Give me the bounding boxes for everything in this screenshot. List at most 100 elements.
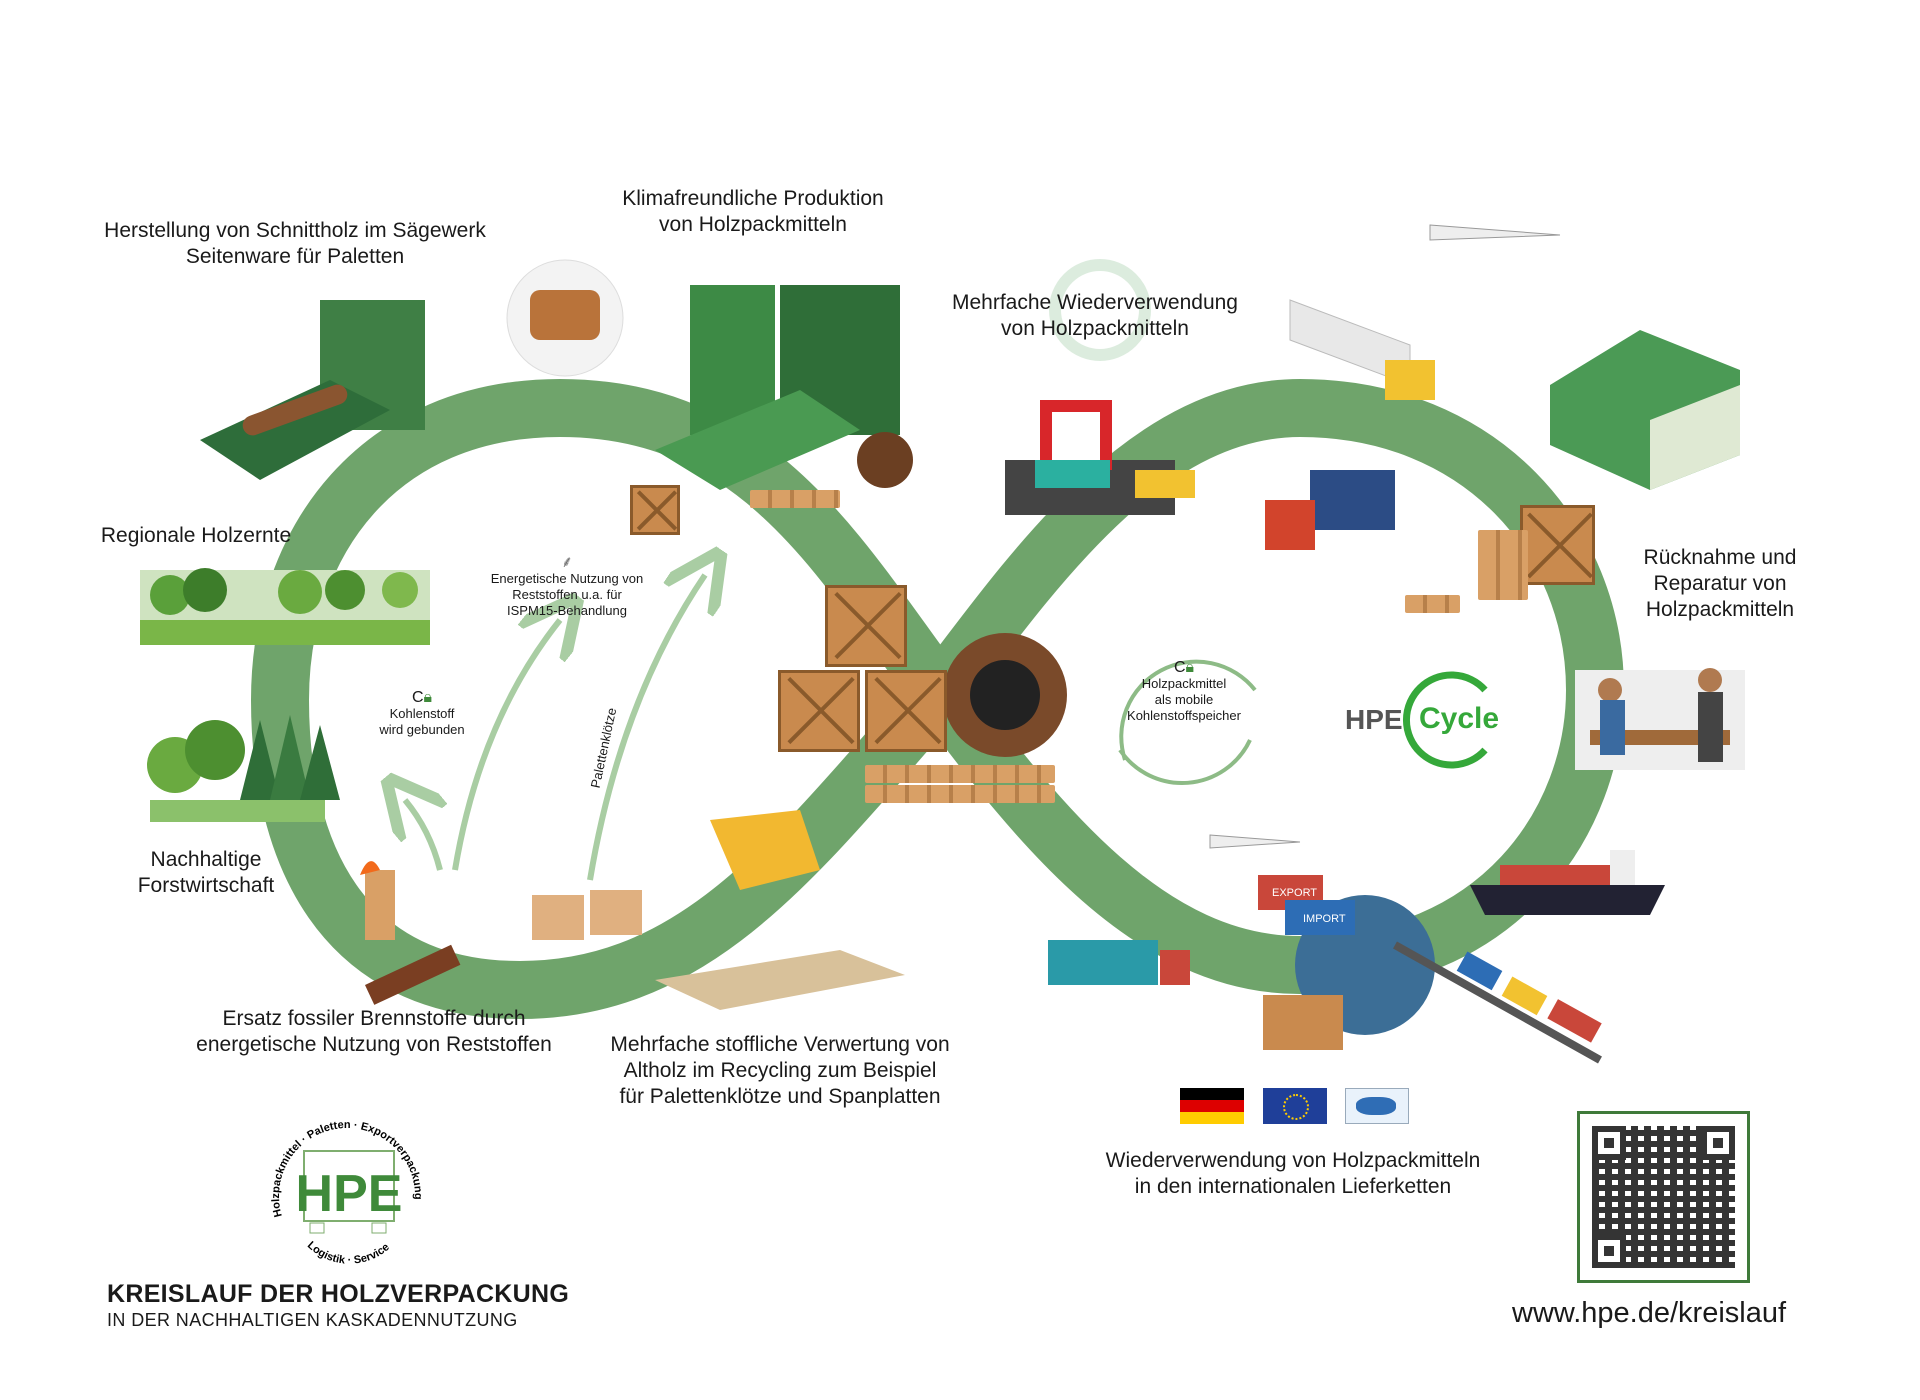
wheat-icon: ⸙: [560, 554, 574, 571]
blue-truck: [1265, 470, 1395, 550]
label-line: von Holzpackmitteln: [1001, 317, 1189, 340]
hpe-text: HPE: [1345, 704, 1403, 735]
label-line: Regionale Holzernte: [100, 524, 292, 547]
crane-illustration: [1005, 400, 1195, 515]
label-line: von Holzpackmitteln: [659, 213, 847, 236]
page-subtitle: IN DER NACHHALTIGEN KASKADENNUTZUNG: [107, 1310, 518, 1330]
ship-illustration: [1470, 850, 1665, 915]
svg-text:Logistik · Service: Logistik · Service: [305, 1239, 392, 1266]
label-line: Forstwirtschaft: [137, 874, 275, 897]
qr-finder: [1701, 1126, 1735, 1160]
label-line: Herstellung von Schnittholz im Sägewerk: [104, 219, 486, 242]
firewood: [360, 861, 461, 1005]
label-line: Nachhaltige: [150, 848, 262, 871]
carbon-symbol: C: [1173, 659, 1186, 676]
forest-illustration: [147, 715, 340, 822]
globe-illustration: EXPORT IMPORT: [1258, 875, 1435, 1050]
note-line: wird gebunden: [379, 722, 465, 737]
crate: [825, 585, 907, 667]
train-illustration: [1393, 941, 1602, 1064]
production-machine: [655, 285, 900, 490]
storage-cycle-arrows: [1118, 659, 1257, 786]
label-reuse: Mehrfache Wiederverwendung von Holzpackmi…: [952, 290, 1238, 342]
arrow-carbon: [405, 800, 440, 871]
cable-drum: [857, 432, 913, 488]
label-international: Wiederverwendung von Holzpackmitteln in d…: [1106, 1148, 1481, 1200]
arrow-blocks: [587, 575, 705, 881]
carbon-symbol: C: [411, 689, 424, 706]
hpe-logo: Holzpackmittel · Paletten · Exportverpac…: [262, 1106, 432, 1276]
label-line: in den internationalen Lieferketten: [1134, 1175, 1452, 1198]
qr-finder: [1592, 1126, 1626, 1160]
hpe-logo-graphic: Holzpackmittel · Paletten · Exportverpac…: [270, 1119, 424, 1267]
label-line: Mehrfache stoffliche Verwertung von: [610, 1033, 950, 1056]
label-production: Klimafreundliche Produktion von Holzpackm…: [622, 186, 883, 238]
flag-germany: [1180, 1088, 1244, 1124]
label-line: Ersatz fossiler Brennstoffe durch: [222, 1007, 526, 1030]
arrow-energy: [452, 620, 560, 871]
label-line: energetische Nutzung von Reststoffen: [196, 1033, 552, 1056]
cycle-ring-icon: [1403, 671, 1488, 769]
pallet-blocks: [532, 890, 642, 940]
crate: [630, 485, 680, 535]
lock-icon: 🔒︎: [1185, 659, 1195, 676]
cycle-text: Cycle: [1419, 702, 1500, 735]
qr-pattern: [1592, 1126, 1735, 1268]
logo-ring-bottom: Logistik · Service: [305, 1239, 392, 1266]
label-line: Klimafreundliche Produktion: [622, 187, 884, 210]
pallet: [1405, 595, 1460, 613]
qr-code[interactable]: [1577, 1111, 1750, 1283]
plane-icon: [1209, 224, 1561, 849]
world-map-icon: [1345, 1088, 1409, 1124]
label-line: für Palettenklötze und Spanplatten: [619, 1085, 941, 1108]
container-truck: [1048, 940, 1190, 985]
pallet: [865, 765, 1055, 783]
note-line: Kohlenstoffspeicher: [1127, 708, 1241, 723]
label-line: Seitenware für Paletten: [185, 245, 405, 268]
pallet: [750, 490, 840, 508]
recycling-machine: [710, 810, 820, 890]
note-line: Kohlenstoff: [389, 706, 455, 721]
pallet: [1478, 530, 1528, 600]
note-line: ISPM15-Behandlung: [507, 603, 627, 618]
qr-finder: [1592, 1234, 1626, 1268]
flag-eu: [1263, 1088, 1327, 1124]
page-title: KREISLAUF DER HOLZVERPACKUNG: [107, 1280, 570, 1308]
export-label: EXPORT: [1272, 887, 1317, 899]
lock-icon: 🔒︎: [423, 689, 433, 706]
note-line: Holzpackmittel: [1141, 676, 1227, 691]
pallet: [865, 785, 1055, 803]
note-line: Energetische Nutzung von: [490, 571, 644, 586]
note-line: Reststoffen u.a. für: [512, 587, 622, 602]
logo-letters: HPE: [296, 1165, 403, 1223]
label-line: Holzpackmitteln: [1645, 598, 1795, 621]
crate: [778, 670, 860, 752]
label-line: Mehrfache Wiederverwendung: [952, 291, 1238, 314]
label-line: Reparatur von: [1653, 572, 1787, 595]
harvest-illustration: [140, 568, 430, 645]
label-line: Wiederverwendung von Holzpackmitteln: [1105, 1149, 1481, 1172]
label-line: Rücknahme und: [1643, 546, 1797, 569]
note-line: als mobile: [1154, 692, 1214, 707]
hpe-cycle-logo: HPE Cycle: [1345, 671, 1515, 769]
sawmill-illustration: [200, 300, 425, 480]
crate: [1520, 505, 1595, 585]
particle-board: [655, 950, 905, 1010]
repair-illustration: [1575, 668, 1745, 770]
label-line: Altholz im Recycling zum Beispiel: [623, 1059, 937, 1082]
website-link[interactable]: www.hpe.de/kreislauf: [1512, 1297, 1787, 1329]
truck-illustration: [1289, 299, 1435, 400]
label-fuel: Ersatz fossiler Brennstoffe durch energet…: [196, 1006, 552, 1058]
import-label: IMPORT: [1303, 913, 1346, 925]
recycle-icon: [1049, 259, 1151, 361]
label-harvest: Regionale Holzernte: [101, 523, 291, 549]
crate: [865, 670, 947, 752]
